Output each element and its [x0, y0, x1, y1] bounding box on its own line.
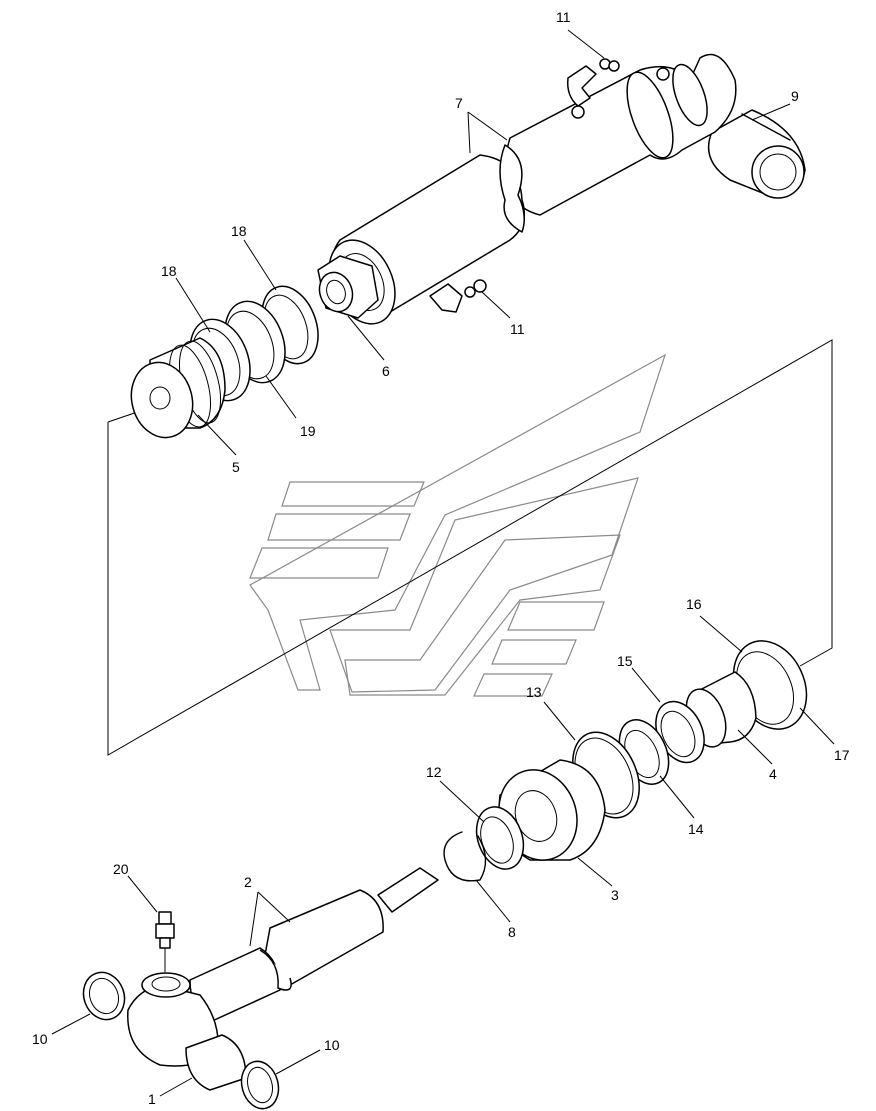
part-10-ring-right	[240, 1060, 280, 1110]
part-11-fitting-lower	[429, 279, 487, 313]
callout-9: 9	[791, 88, 799, 104]
part-1-rod-end	[127, 972, 247, 1091]
part-5-piston	[130, 337, 226, 439]
part-15-ring	[655, 700, 705, 764]
part-11-fitting-upper	[566, 58, 620, 107]
callout-10-right: 10	[324, 1037, 340, 1053]
callout-6: 6	[382, 363, 390, 379]
callout-19: 19	[300, 423, 316, 439]
callout-10-left: 10	[32, 1031, 48, 1047]
callout-labels: 11 7 9 18 18 11 6 19 5 16 15 13 17 4 12 …	[32, 9, 850, 1107]
callout-14: 14	[688, 821, 704, 837]
callout-1: 1	[148, 1091, 156, 1107]
callout-17: 17	[834, 747, 850, 763]
callout-18-lower: 18	[161, 263, 177, 279]
callout-16: 16	[686, 596, 702, 612]
callout-2: 2	[244, 874, 252, 890]
callout-4: 4	[769, 766, 777, 782]
callout-5: 5	[232, 459, 240, 475]
part-20-grease-nipple	[155, 911, 175, 972]
part-10-ring-left	[82, 971, 126, 1021]
part-6-nut	[317, 255, 379, 319]
callout-15: 15	[617, 653, 633, 669]
callout-8: 8	[508, 924, 516, 940]
callout-13: 13	[526, 684, 542, 700]
callout-12: 12	[426, 764, 442, 780]
part-7-cylinder-barrel	[328, 53, 737, 325]
part-2-piston-rod	[189, 867, 439, 1023]
callout-3: 3	[611, 887, 619, 903]
callout-20: 20	[113, 861, 129, 877]
watermark-logo	[249, 353, 667, 697]
callout-11-lower: 11	[510, 321, 525, 337]
leader-lines	[51, 29, 835, 1097]
callout-7: 7	[455, 95, 463, 111]
part-9-bushing	[707, 109, 806, 199]
part-8-snap-ring	[443, 831, 487, 882]
callout-11-upper: 11	[556, 9, 571, 25]
callout-18-upper: 18	[231, 223, 247, 239]
